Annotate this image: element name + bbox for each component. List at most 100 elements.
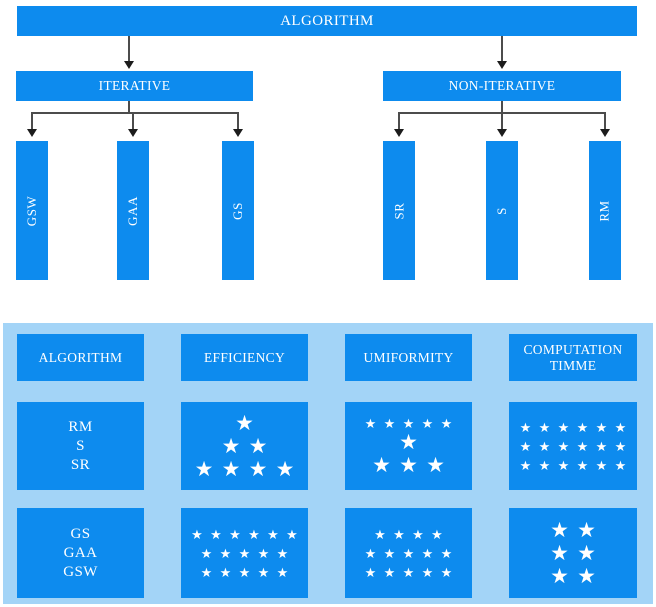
star-row: ★ <box>231 410 258 435</box>
star-row: ★★★★ <box>371 528 447 541</box>
arrowhead-root-to-noniterative <box>497 61 507 69</box>
star-icon: ★ <box>431 526 443 542</box>
star-icon: ★ <box>372 452 391 477</box>
star-icon: ★ <box>210 526 222 542</box>
uniformity-rating-row-1: ★★★★★★★★★ <box>345 402 472 490</box>
table-row: RM S SR <box>17 402 144 490</box>
efficiency-rating-row-1: ★★★★★★★ <box>181 402 308 490</box>
star-icon: ★ <box>402 564 415 580</box>
star-icon: ★ <box>576 438 589 454</box>
star-icon: ★ <box>238 545 251 561</box>
star-row: ★ <box>395 431 422 453</box>
algorithm-group-label: RM S SR <box>68 418 92 475</box>
star-icon: ★ <box>576 419 589 435</box>
node-algorithm: ALGORITHM <box>17 6 637 36</box>
star-icon: ★ <box>238 564 251 580</box>
star-icon: ★ <box>557 457 570 473</box>
star-icon: ★ <box>595 419 608 435</box>
computation-time-rating-row-1: ★★★★★★★★★★★★★★★★★★ <box>509 402 637 490</box>
star-icon: ★ <box>421 564 434 580</box>
star-rating: ★★★★★★ <box>509 508 637 598</box>
arrowhead-noniterative-to-rm <box>600 129 610 137</box>
star-icon: ★ <box>248 526 260 542</box>
star-icon: ★ <box>229 526 241 542</box>
star-icon: ★ <box>421 415 434 431</box>
connector-iterative-to-gsw <box>31 112 33 131</box>
star-icon: ★ <box>383 545 396 561</box>
table-header-computation-time: COMPUTATION TIMME <box>509 334 637 381</box>
arrowhead-noniterative-to-s <box>497 129 507 137</box>
connector-root-to-iterative <box>128 36 130 63</box>
table-header-uniformity: UMIFORMITY <box>345 334 472 381</box>
star-icon: ★ <box>557 419 570 435</box>
star-icon: ★ <box>235 410 254 435</box>
computation-time-rating-row-2: ★★★★★★ <box>509 508 637 598</box>
star-icon: ★ <box>399 452 418 477</box>
star-icon: ★ <box>440 564 453 580</box>
table-header-algorithm: ALGORITHM <box>17 334 144 381</box>
star-icon: ★ <box>577 517 596 542</box>
star-icon: ★ <box>248 456 268 481</box>
star-row: ★★ <box>546 540 600 565</box>
connector-noniterative-to-s <box>501 112 503 131</box>
star-row: ★★★★★★ <box>516 421 630 434</box>
star-icon: ★ <box>557 438 570 454</box>
star-icon: ★ <box>577 563 596 588</box>
star-icon: ★ <box>200 564 213 580</box>
star-icon: ★ <box>248 433 268 458</box>
node-non-iterative: NON-ITERATIVE <box>383 71 621 101</box>
node-s: S <box>486 141 518 280</box>
star-icon: ★ <box>383 415 396 431</box>
star-icon: ★ <box>276 564 289 580</box>
arrowhead-iterative-to-gsw <box>27 129 37 137</box>
star-icon: ★ <box>519 457 532 473</box>
star-row: ★★★★★ <box>197 547 292 560</box>
connector-iterative-to-gs <box>237 112 239 131</box>
node-rm: RM <box>589 141 621 280</box>
algorithm-name: RM <box>68 418 93 435</box>
star-icon: ★ <box>275 456 295 481</box>
star-icon: ★ <box>219 545 232 561</box>
star-icon: ★ <box>286 526 298 542</box>
star-icon: ★ <box>364 415 377 431</box>
algorithm-name: SR <box>70 456 91 473</box>
star-icon: ★ <box>576 457 589 473</box>
connector-iterative-bus <box>31 112 238 114</box>
star-icon: ★ <box>191 526 203 542</box>
star-icon: ★ <box>194 456 214 481</box>
star-icon: ★ <box>412 526 424 542</box>
star-icon: ★ <box>577 540 596 565</box>
star-row: ★★★★ <box>191 456 299 481</box>
algorithm-tree: ALGORITHM ITERATIVE NON-ITERATIVE GSW GA… <box>0 0 656 300</box>
star-row: ★★★★★★ <box>516 440 630 453</box>
star-icon: ★ <box>200 545 213 561</box>
node-gsw-label: GSW <box>23 195 39 226</box>
star-row: ★★★★★ <box>197 566 292 579</box>
star-row: ★★★★★★ <box>188 528 302 541</box>
node-iterative: ITERATIVE <box>16 71 253 101</box>
star-rating: ★★★★★★★★★ <box>345 402 472 490</box>
star-rating: ★★★★★★★★★★★★★★★★ <box>181 508 308 598</box>
star-icon: ★ <box>538 457 551 473</box>
connector-iterative-to-gaa <box>132 112 134 131</box>
star-rating: ★★★★★★★★★★★★★★ <box>345 508 472 598</box>
node-sr: SR <box>383 141 415 280</box>
algorithm-name: S <box>76 437 85 454</box>
star-icon: ★ <box>550 563 569 588</box>
node-gaa-label: GAA <box>124 195 140 226</box>
star-icon: ★ <box>519 438 532 454</box>
node-rm-label: RM <box>596 199 612 222</box>
algorithm-name: GAA <box>63 544 98 561</box>
star-row: ★★★★★ <box>361 566 456 579</box>
star-icon: ★ <box>402 545 415 561</box>
star-row: ★★ <box>546 517 600 542</box>
connector-root-to-noniterative <box>501 36 503 63</box>
star-row: ★★ <box>546 563 600 588</box>
uniformity-rating-row-2: ★★★★★★★★★★★★★★ <box>345 508 472 598</box>
star-icon: ★ <box>538 419 551 435</box>
star-icon: ★ <box>257 564 270 580</box>
star-icon: ★ <box>614 438 627 454</box>
star-icon: ★ <box>440 415 453 431</box>
algorithm-name: GSW <box>63 563 98 580</box>
